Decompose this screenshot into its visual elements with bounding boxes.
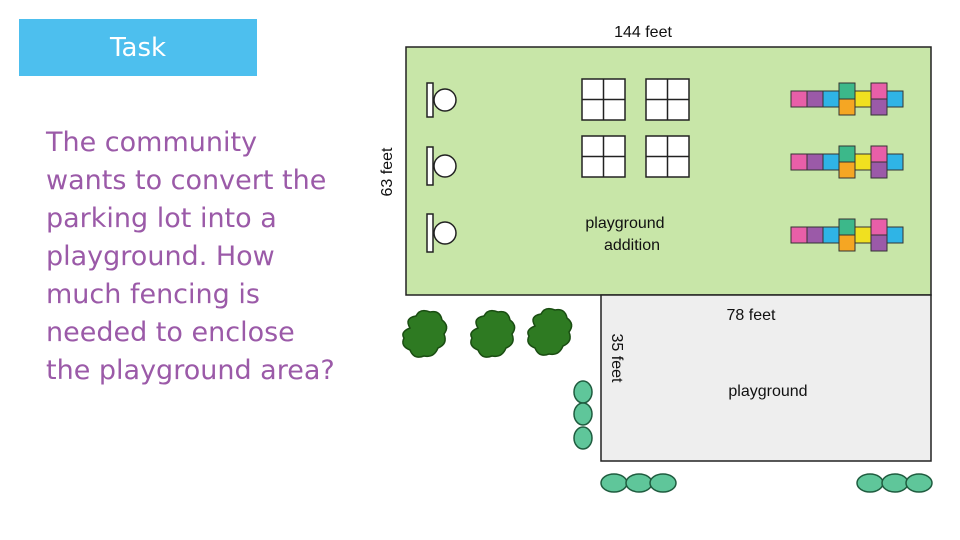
- question-line: much fencing is: [46, 279, 260, 310]
- playground-label: playground: [728, 383, 807, 400]
- hopscotch-icon: [790, 82, 904, 116]
- question-line: needed to enclose: [46, 317, 295, 348]
- playground-area: [600, 294, 932, 462]
- question-line: parking lot into a: [46, 203, 277, 234]
- window-grid-icon: [581, 78, 626, 121]
- question-line: playground. How: [46, 241, 275, 272]
- tree-icon: [402, 309, 448, 358]
- tree-icon: [527, 307, 573, 356]
- playground-height-label: 35 feet: [608, 334, 625, 383]
- slide-icon: [426, 82, 457, 118]
- playground-width-label: 78 feet: [727, 307, 776, 324]
- task-banner: Task: [19, 19, 257, 76]
- addition-label-line2: addition: [604, 237, 660, 254]
- window-grid-icon: [645, 78, 690, 121]
- window-grid-icon: [581, 135, 626, 178]
- question-line: The community: [46, 127, 258, 158]
- slide-icon: [426, 146, 457, 186]
- shrub-icon: [573, 380, 593, 450]
- addition-label-line1: playground: [585, 215, 664, 232]
- window-grid-icon: [645, 135, 690, 178]
- question-text: The community wants to convert the parki…: [46, 124, 376, 390]
- shrub-icon: [856, 473, 933, 493]
- slide-icon: [426, 213, 457, 253]
- side-length-label: 63 feet: [379, 147, 396, 196]
- question-line: the playground area?: [46, 355, 335, 386]
- hopscotch-icon: [790, 145, 904, 179]
- shrub-icon: [600, 473, 677, 493]
- question-line: wants to convert the: [46, 165, 327, 196]
- hopscotch-icon: [790, 218, 904, 252]
- tree-icon: [470, 309, 516, 358]
- task-label: Task: [109, 32, 167, 63]
- top-length-label: 144 feet: [614, 24, 672, 41]
